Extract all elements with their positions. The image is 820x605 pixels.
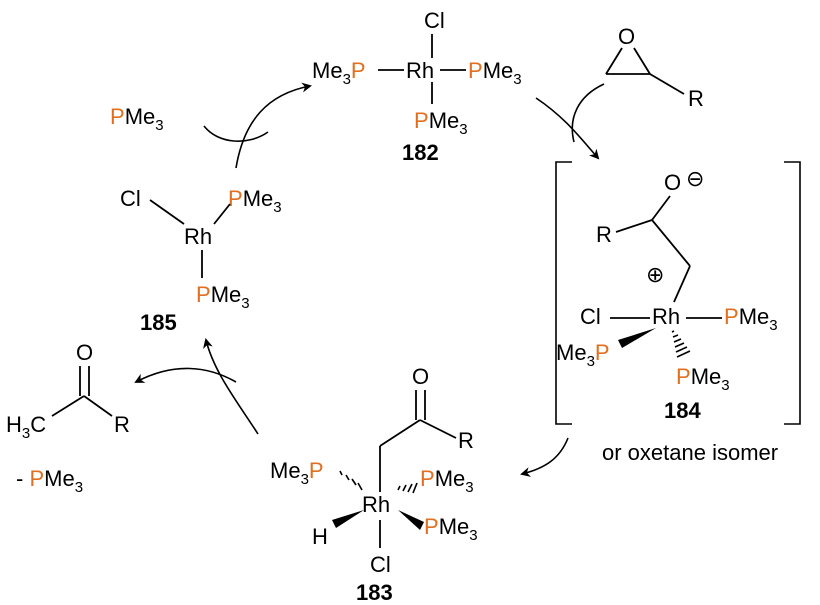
- rh-label: Rh: [652, 304, 680, 329]
- arrow-pme3-in: [203, 125, 269, 142]
- wedge-bond: [332, 510, 364, 528]
- epoxide-r-label: R: [688, 86, 704, 111]
- epoxide: O R: [605, 24, 704, 111]
- minus-pme3-label: - PMe3: [16, 466, 83, 496]
- wedge-bond: [618, 328, 656, 348]
- rh-label: Rh: [406, 58, 434, 83]
- compound-number-182: 182: [402, 140, 439, 165]
- pme3-lower-label: PMe3: [196, 282, 250, 312]
- ketone-product: O H3C R: [6, 340, 130, 442]
- pme3-upper-right-label: PMe3: [420, 466, 474, 496]
- cl-label: Cl: [370, 552, 391, 577]
- free-pme3-label: PMe3: [110, 104, 164, 134]
- arrow-185-to-182: [235, 82, 312, 169]
- cl-label: Cl: [120, 186, 141, 211]
- arrow-184-to-183: [520, 437, 569, 477]
- arrow-183-to-185: [203, 338, 259, 435]
- hashed-bond: [339, 470, 363, 491]
- cl-label: Cl: [424, 8, 445, 33]
- arrow-182-to-184: [535, 97, 600, 160]
- rh-label: Rh: [184, 224, 212, 249]
- epoxide-oxygen-label: O: [618, 24, 635, 49]
- compound-182: Cl Me3P Rh PMe3 PMe3 182: [312, 8, 522, 165]
- rh-label: Rh: [362, 492, 390, 517]
- r-label: R: [458, 428, 474, 453]
- compound-184: O ⊖ R ⊕ Cl Rh PMe3 Me3P PMe3 184: [555, 161, 801, 425]
- positive-charge-icon: ⊕: [646, 262, 664, 287]
- arrow-epoxide-in: [571, 83, 605, 143]
- pme3-right-label: PMe3: [724, 304, 778, 334]
- compound-number-184: 184: [664, 398, 701, 423]
- pme3-right-label: PMe3: [468, 58, 522, 88]
- hashed-bond: [671, 330, 691, 358]
- me3p-wedge-label: Me3P: [556, 340, 610, 370]
- me3p-left-label: Me3P: [312, 58, 366, 88]
- pme3-upper-label: PMe3: [228, 186, 282, 216]
- methyl-label: H3C: [6, 412, 46, 442]
- pme3-lower-right-label: PMe3: [424, 514, 478, 544]
- arrow-product-out: [134, 367, 237, 383]
- compound-183: O R Me3P PMe3 Rh H PMe3 Cl 183: [270, 364, 478, 605]
- wedge-bond: [398, 510, 424, 530]
- carbonyl-oxygen-label: O: [412, 364, 429, 389]
- compound-185: Cl PMe3 Rh PMe3 185: [120, 186, 282, 335]
- compound-number-185: 185: [140, 310, 177, 335]
- negative-charge-icon: ⊖: [686, 166, 704, 191]
- oxetane-isomer-note: or oxetane isomer: [602, 440, 778, 465]
- hashed-bond: [397, 482, 418, 494]
- compound-number-183: 183: [356, 580, 393, 605]
- alkoxide-oxygen-label: O: [664, 170, 681, 195]
- me3p-left-label: Me3P: [270, 458, 324, 488]
- r-label: R: [114, 412, 130, 437]
- pme3-bottom-label: PMe3: [414, 108, 468, 138]
- ketone-oxygen-label: O: [76, 340, 93, 365]
- hydride-label: H: [312, 524, 328, 549]
- cl-label: Cl: [580, 304, 601, 329]
- r-label: R: [596, 222, 612, 247]
- pme3-hashed-label: PMe3: [676, 364, 730, 394]
